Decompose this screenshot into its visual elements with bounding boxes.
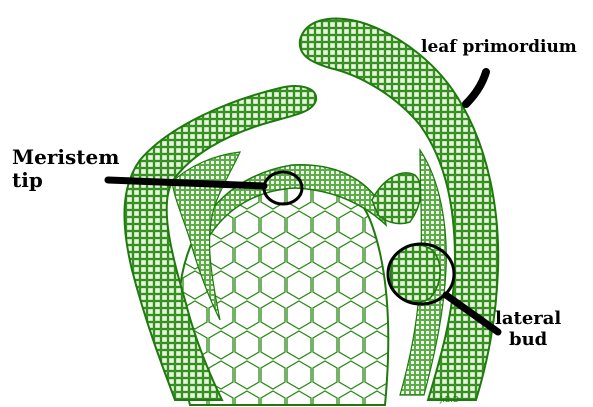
lateral-label-line1: lateral xyxy=(495,309,561,330)
lateral-bud-label: lateral bud xyxy=(495,309,561,350)
meristem-tip-label: Meristem tip xyxy=(12,146,119,192)
leaf-primordium-pointer xyxy=(466,72,486,104)
leaf-primordium-label: leaf primordium xyxy=(421,38,577,58)
meristem-label-line2: tip xyxy=(12,169,119,192)
corner-mark: J.B.D xyxy=(439,395,459,404)
lateral-label-line2: bud xyxy=(495,330,561,351)
meristem-label-line1: Meristem xyxy=(12,146,119,169)
leaf-initial xyxy=(372,173,421,224)
